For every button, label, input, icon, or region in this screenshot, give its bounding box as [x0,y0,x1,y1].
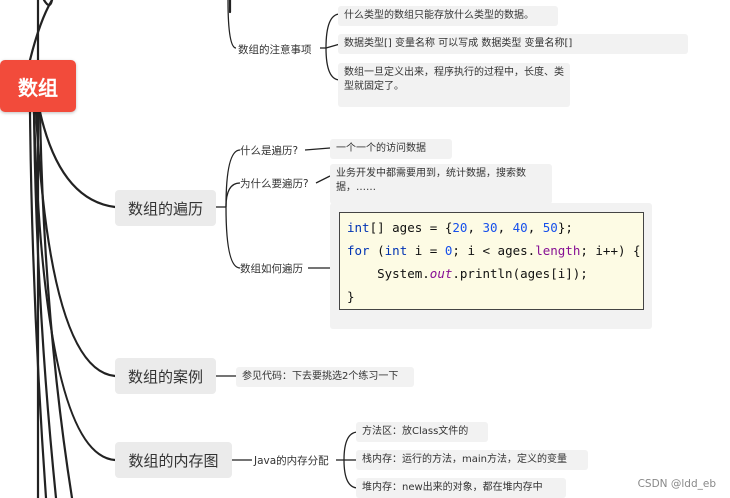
root-node[interactable]: 数组 [0,60,76,112]
cases-detail[interactable]: 参见代码：下去要挑选2个练习一下 [236,367,414,387]
memory-item-method-area[interactable]: 方法区：放Class文件的 [356,422,488,442]
code-token: 40 [512,220,528,235]
memory-topic[interactable]: 数组的内存图 [115,442,232,478]
code-token: ( [369,243,385,258]
code-token: 50 [542,220,558,235]
code-token: [] ages = { [369,220,453,235]
what-is-traverse-detail[interactable]: 一个一个的访问数据 [330,139,452,159]
code-token: length [535,243,581,258]
code-line-4: } [347,289,355,304]
code-block[interactable]: int[] ages = {20, 30, 40, 50}; for (int … [339,212,644,310]
code-line-3: System.out.println(ages[i]); [347,262,643,285]
code-token: 20 [452,220,468,235]
why-traverse-detail[interactable]: 业务开发中都需要用到，统计数据，搜索数据，…… [330,164,552,204]
code-token: System. [347,266,430,281]
watermark: CSDN @ldd_eb [637,478,716,490]
how-traverse-label[interactable]: 数组如何遍历 [240,262,303,275]
notes-label[interactable]: 数组的注意事项 [238,43,312,56]
code-token: 0 [444,243,453,258]
code-token: ; i++) { [580,243,641,258]
code-token: 30 [482,220,498,235]
code-token: for [347,243,370,258]
notes-item-2[interactable]: 数据类型[] 变量名称 可以写成 数据类型 变量名称[] [338,34,688,54]
code-token: , [527,220,543,235]
code-token: out [429,266,453,281]
code-line-1: int[] ages = {20, 30, 40, 50}; [347,216,643,239]
cases-topic[interactable]: 数组的案例 [115,358,216,394]
code-token: i = [407,243,445,258]
code-line-2: for (int i = 0; i < ages.length; i++) { [347,239,643,262]
code-token: , [467,220,483,235]
what-is-traverse-label[interactable]: 什么是遍历? [240,144,299,157]
code-token: , [497,220,513,235]
code-token: ; i < ages. [452,243,536,258]
code-token: }; [557,220,573,235]
notes-item-1[interactable]: 什么类型的数组只能存放什么类型的数据。 [338,6,558,26]
code-token: int [347,220,370,235]
memory-allocation-label[interactable]: Java的内存分配 [254,454,329,467]
code-token: int [384,243,408,258]
notes-item-3[interactable]: 数组一旦定义出来，程序执行的过程中，长度、类型就固定了。 [338,63,570,107]
traverse-topic[interactable]: 数组的遍历 [115,190,216,226]
why-traverse-label[interactable]: 为什么要遍历? [240,177,309,190]
memory-item-heap[interactable]: 堆内存：new出来的对象，都在堆内存中 [356,478,566,498]
code-token: .println(ages[i]); [452,266,588,281]
memory-item-stack[interactable]: 栈内存：运行的方法，main方法，定义的变量 [356,450,588,470]
